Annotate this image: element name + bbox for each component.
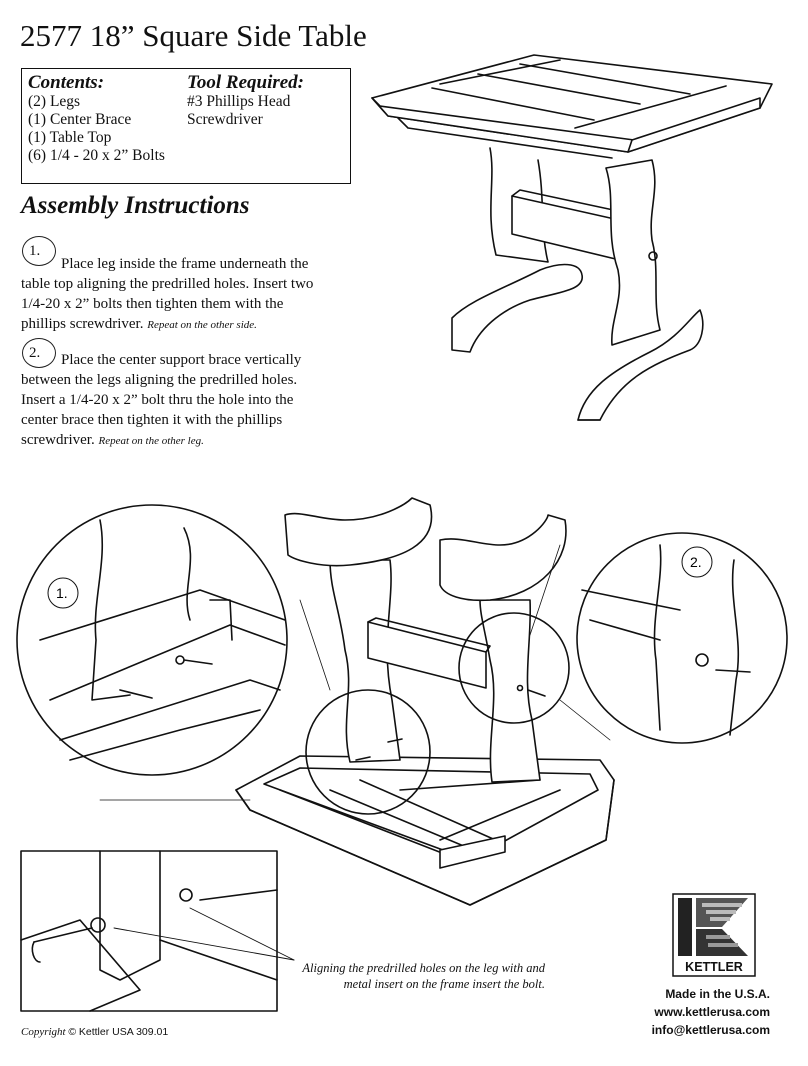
website-link[interactable]: www.kettlerusa.com — [654, 1005, 770, 1019]
copyright-word: Copyright — [21, 1026, 66, 1038]
step-1-number: 1. — [22, 236, 56, 266]
assembled-table-illustration — [371, 54, 773, 421]
detail-2-illustration — [576, 532, 788, 744]
bolt-insert-detail-illustration — [20, 850, 295, 1012]
logo-wordmark: KETTLER — [685, 960, 743, 974]
detail-label-1: 1. — [56, 585, 68, 601]
copyright-notice: Copyright © Kettler USA 309.01 — [21, 1026, 168, 1038]
tools-item: #3 Phillips Head — [187, 93, 291, 110]
caption-line: Aligning the predrilled holes on the leg… — [302, 961, 545, 975]
step-1-body: Place leg inside the frame underneath th… — [21, 256, 314, 332]
step-1-note: Repeat on the other side. — [147, 319, 257, 331]
step-2-note: Repeat on the other leg. — [98, 435, 204, 447]
assembly-heading: Assembly Instructions — [21, 192, 250, 219]
tools-heading: Tool Required: — [187, 72, 304, 93]
step-2-number: 2. — [22, 338, 56, 368]
copyright-text: Kettler USA 309.01 — [78, 1026, 169, 1038]
kettler-logo: KETTLER — [672, 893, 756, 977]
caption-line: metal insert on the frame insert the bol… — [343, 977, 545, 991]
contents-list: Contents: (2) Legs (1) Center Brace (1) … — [28, 73, 165, 165]
tools-item: Screwdriver — [187, 111, 263, 128]
brand-contact: Made in the U.S.A. www.kettlerusa.com in… — [600, 985, 770, 1039]
step-1-text: Place leg inside the frame underneath th… — [21, 254, 321, 335]
contents-box: Contents: (2) Legs (1) Center Brace (1) … — [21, 68, 351, 184]
upside-down-assembly-illustration — [99, 497, 615, 906]
bolt-caption: Aligning the predrilled holes on the leg… — [280, 960, 545, 992]
made-in-text: Made in the U.S.A. — [665, 987, 770, 1001]
copyright-symbol: © — [68, 1026, 77, 1038]
contents-item: (2) Legs — [28, 93, 81, 110]
step-2-text: Place the center support brace verticall… — [21, 350, 321, 451]
contents-item: (1) Center Brace — [28, 111, 132, 128]
page-title: 2577 18” Square Side Table — [20, 18, 367, 53]
contents-heading: Contents: — [28, 72, 105, 93]
email-link[interactable]: info@kettlerusa.com — [651, 1023, 770, 1037]
step-2-body: Place the center support brace verticall… — [21, 352, 302, 448]
tools-list: Tool Required: #3 Phillips Head Screwdri… — [187, 73, 304, 129]
kettler-logo-mark: KETTLER — [672, 893, 756, 977]
contents-item: (6) 1/4 - 20 x 2” Bolts — [28, 147, 165, 164]
detail-1-illustration — [16, 504, 288, 776]
detail-label-2: 2. — [690, 554, 702, 570]
contents-item: (1) Table Top — [28, 129, 112, 146]
